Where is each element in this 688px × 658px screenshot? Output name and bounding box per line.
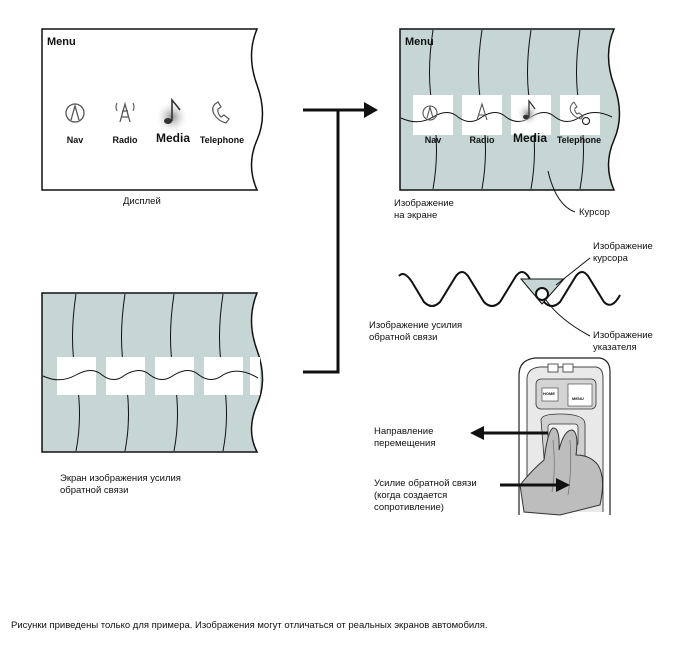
compass-icon <box>65 103 85 123</box>
display-menu-title: Menu <box>47 36 76 48</box>
menu-item-radio: Radio <box>112 135 138 145</box>
flow-arrow <box>303 102 378 374</box>
screen-image <box>399 28 621 191</box>
display-caption: Дисплей <box>123 196 161 207</box>
home-button-label: HOME <box>543 391 555 396</box>
screen-image-menu-title: Menu <box>405 36 434 48</box>
cursor-image-label: Изображение курсора <box>593 241 653 264</box>
feedback-force-label: Усилие обратной связи (когда создается с… <box>374 478 477 513</box>
pointer-image-label: Изображение указателя <box>593 330 653 353</box>
menu-item-media: Media <box>155 131 190 145</box>
cursor-leader-line <box>547 170 576 213</box>
screen-image-item-radio: Radio <box>469 135 495 145</box>
footnote: Рисунки приведены только для примера. Из… <box>11 620 488 631</box>
display-screen <box>41 28 264 191</box>
movement-direction-label: Направление перемещения <box>374 426 436 449</box>
menu-item-nav: Nav <box>66 135 84 145</box>
menu-item-telephone: Telephone <box>199 135 245 145</box>
cursor-label: Курсор <box>579 207 610 218</box>
controller-illustration <box>518 357 611 516</box>
screen-image-item-media: Media <box>512 131 547 145</box>
screen-image-caption: Изображение на экране <box>394 198 454 221</box>
pointer-image-circle <box>535 287 549 301</box>
feedback-screen-caption: Экран изображения усилия обратной связи <box>60 473 181 496</box>
screen-image-item-telephone: Telephone <box>556 135 602 145</box>
screen-image-item-nav: Nav <box>424 135 442 145</box>
phone-icon <box>212 101 230 124</box>
feedback-wave <box>398 257 621 337</box>
menu-button-label: MENU <box>572 396 584 401</box>
feedback-screen <box>41 292 264 453</box>
radio-tower-icon <box>115 101 135 123</box>
music-note-icon <box>155 97 189 134</box>
feedback-image-label: Изображение усилия обратной связи <box>369 320 463 343</box>
